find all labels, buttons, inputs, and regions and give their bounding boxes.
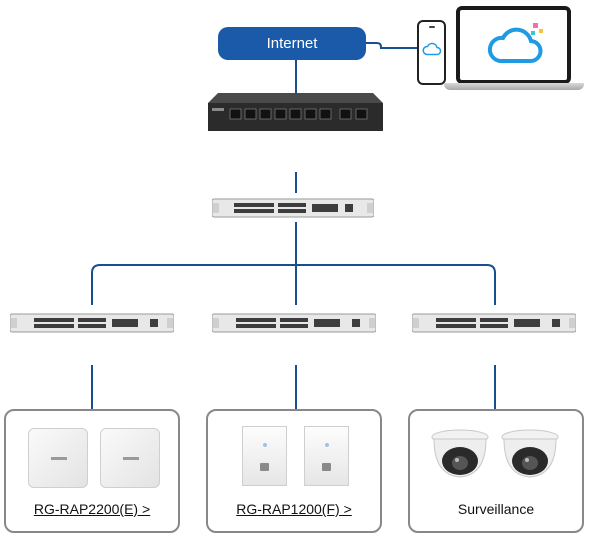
access-point-icon bbox=[304, 426, 349, 486]
access-point-icon bbox=[242, 426, 287, 486]
access-switch-caption: RG-ES224GC bbox=[414, 344, 503, 360]
wall-ap-link[interactable]: RG-RAP1200(F) > bbox=[236, 501, 352, 517]
device-card-surveillance: Surveillance bbox=[408, 409, 584, 533]
access-switch-caption: RG-ES224GC Switch bbox=[214, 344, 348, 360]
access-point-icon bbox=[28, 428, 88, 488]
switch-icon bbox=[212, 313, 376, 333]
internet-node: Internet bbox=[218, 27, 366, 60]
phone-camera bbox=[429, 26, 435, 28]
switch-icon bbox=[212, 198, 374, 218]
link-branch bbox=[91, 264, 496, 305]
access-switch-caption: Access Switch bbox=[90, 344, 181, 360]
switch-icon bbox=[10, 313, 174, 333]
router-caption: RG-EG105GW-X Router bbox=[214, 144, 368, 160]
cloud-icon bbox=[487, 23, 543, 63]
camera-icon bbox=[431, 429, 489, 478]
laptop bbox=[456, 6, 571, 84]
smartphone bbox=[417, 20, 446, 85]
core-switch-caption: Core Switch bbox=[213, 232, 289, 248]
surveillance-label: Surveillance bbox=[457, 501, 535, 517]
router-icon bbox=[208, 93, 383, 131]
link-phone-internet bbox=[366, 42, 417, 49]
laptop-base bbox=[444, 83, 584, 90]
camera-icon bbox=[501, 429, 559, 478]
cloud-icon bbox=[422, 42, 442, 56]
internet-label: Internet bbox=[266, 35, 318, 52]
access-point-icon bbox=[100, 428, 160, 488]
switch-icon bbox=[412, 313, 576, 333]
device-card-wall-ap: RG-RAP1200(F) > bbox=[206, 409, 382, 533]
ceiling-ap-link[interactable]: RG-RAP2200(E) > bbox=[33, 501, 151, 517]
device-card-ceiling-ap: RG-RAP2200(E) > bbox=[4, 409, 180, 533]
